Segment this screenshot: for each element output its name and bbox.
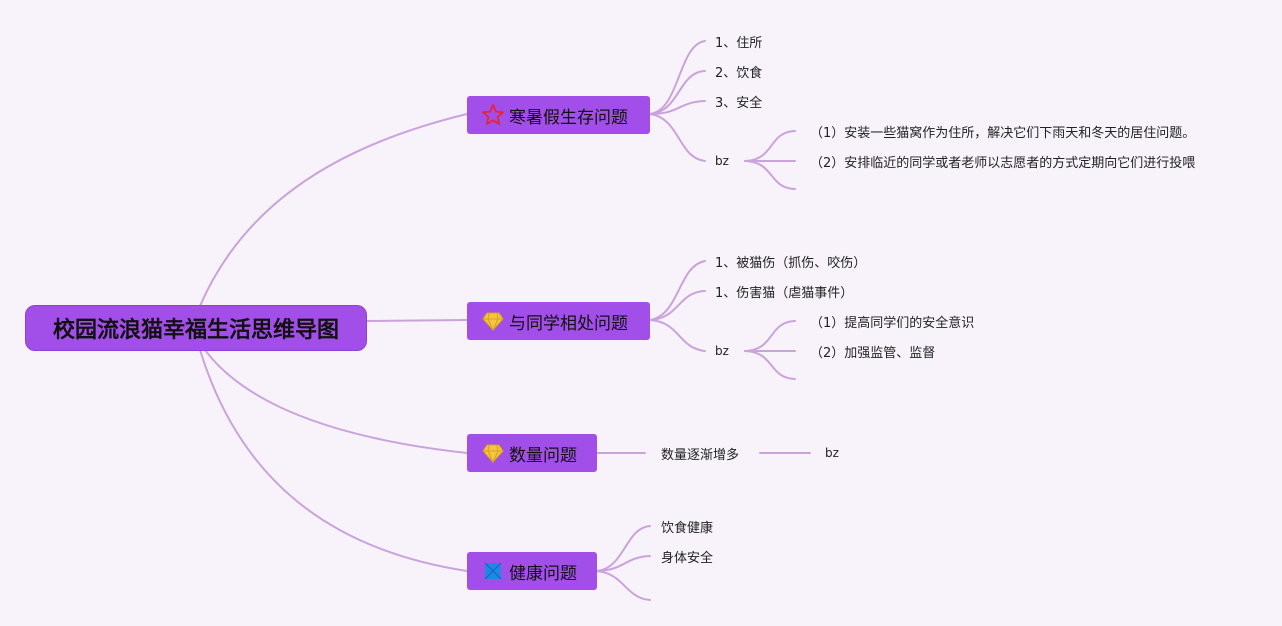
root-topic[interactable]: 校园流浪猫幸福生活思维导图: [25, 305, 367, 351]
list-item[interactable]: 1、被猫伤（抓伤、咬伤）: [715, 255, 867, 271]
list-item[interactable]: （2）加强监管、监督: [810, 345, 936, 361]
list-item[interactable]: 3、安全: [715, 95, 763, 111]
bz-node[interactable]: bz: [715, 344, 729, 358]
topic-title: 与同学相处问题: [509, 313, 628, 334]
connector-root-topic1: [199, 113, 468, 307]
bz-node[interactable]: bz: [715, 154, 729, 168]
topic-title: 健康问题: [509, 563, 577, 584]
list-item[interactable]: （1）安装一些猫窝作为住所，解决它们下雨天和冬天的居住问题。: [810, 125, 1196, 141]
topic-health[interactable]: 健康问题: [467, 552, 597, 590]
list-item[interactable]: 饮食健康: [661, 520, 714, 536]
list-item[interactable]: 1、伤害猫（虐猫事件）: [715, 285, 854, 301]
connector-root-topic2: [365, 319, 468, 322]
list-item[interactable]: 2、饮食: [715, 65, 763, 81]
topic-population[interactable]: 数量问题: [467, 434, 597, 472]
list-item[interactable]: （1）提高同学们的安全意识: [810, 315, 975, 331]
diamond-icon: [481, 309, 505, 333]
topic-winter-summer-survival[interactable]: 寒暑假生存问题: [467, 96, 650, 134]
root-title: 校园流浪猫幸福生活思维导图: [52, 318, 339, 343]
star-icon: [481, 103, 505, 127]
topic-classmates-relations[interactable]: 与同学相处问题: [467, 302, 650, 340]
list-item[interactable]: 1、住所: [715, 35, 763, 51]
topic-title: 寒暑假生存问题: [509, 107, 628, 128]
topic-title: 数量问题: [509, 445, 577, 466]
bz-node[interactable]: bz: [825, 446, 839, 460]
diamond-icon: [481, 441, 505, 465]
flag-icon: [481, 559, 505, 583]
list-item[interactable]: （2）安排临近的同学或者老师以志愿者的方式定期向它们进行投喂: [810, 155, 1196, 171]
connector-root-topic4: [199, 349, 468, 572]
list-item[interactable]: 身体安全: [661, 550, 714, 566]
list-item[interactable]: 数量逐渐增多: [661, 447, 740, 463]
connector-root-topic3: [204, 349, 468, 454]
